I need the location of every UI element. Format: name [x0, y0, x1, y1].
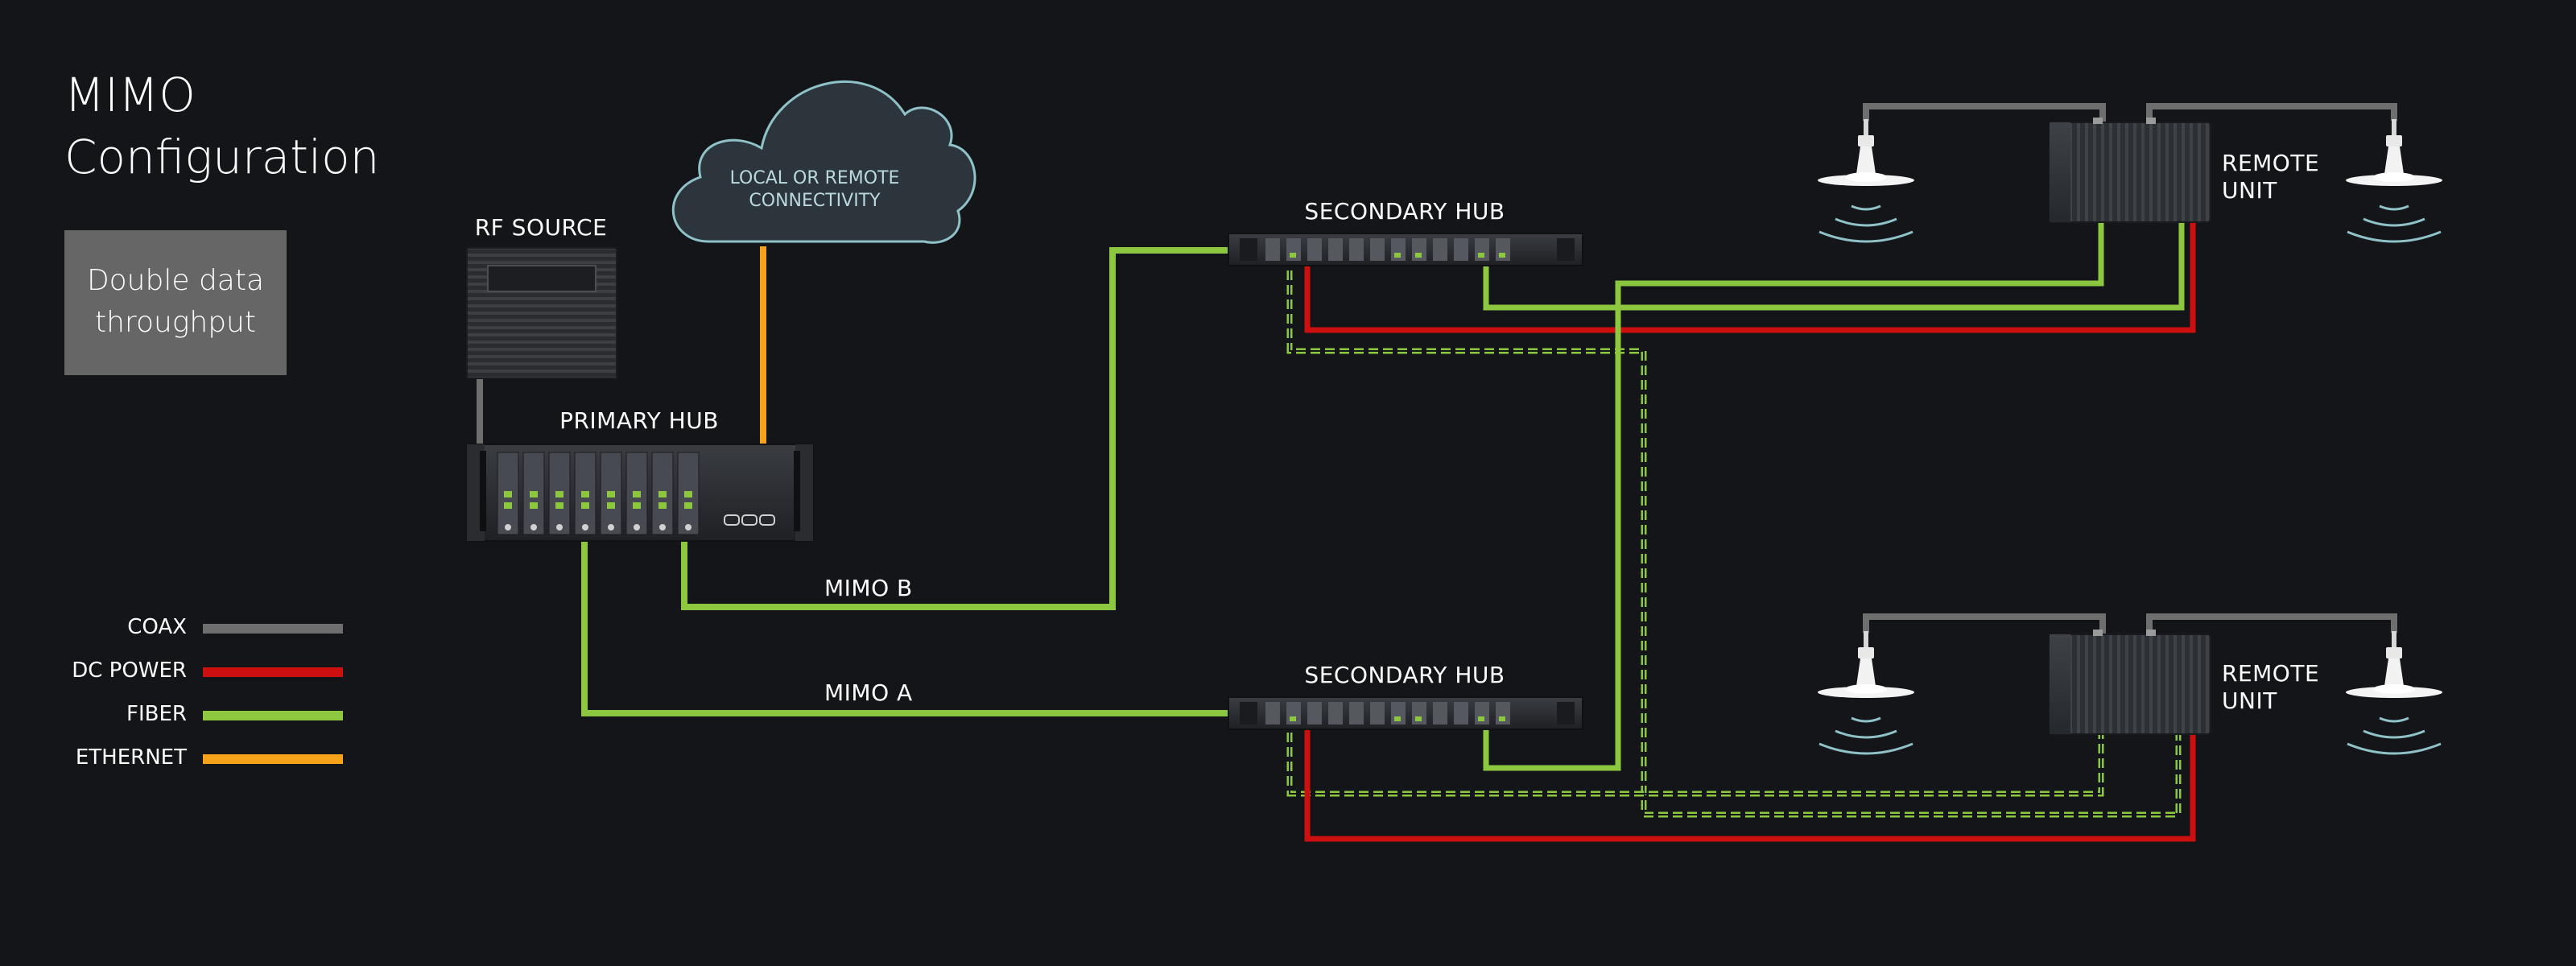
legend-label-coax: COAX	[127, 615, 187, 639]
remote-unit-bottom-label-2: UNIT	[2222, 687, 2277, 714]
mimo-a-label: MIMO A	[824, 679, 913, 706]
primary-hub-label: PRIMARY HUB	[559, 407, 719, 434]
coax-bottom-ru-left-antenna	[1863, 613, 2106, 634]
cloud-text-line-1: LOCAL OR REMOTE	[730, 168, 900, 188]
remote-unit-top-device	[2049, 118, 2211, 223]
cables	[477, 103, 2397, 842]
rf-source-device	[466, 247, 617, 379]
mimo-b-label: MIMO B	[824, 575, 913, 601]
feature-box-line-1: Double data	[87, 264, 264, 297]
remote-unit-bottom-label-1: REMOTE	[2222, 660, 2319, 687]
fiber-top-hub-to-top-ru-b	[1618, 222, 2185, 311]
legend-swatch-dc-power	[203, 667, 343, 677]
rf-source-label: RF SOURCE	[475, 214, 608, 241]
title-line-1: MIMO	[64, 68, 196, 122]
cloud-connectivity: LOCAL OR REMOTE CONNECTIVITY	[671, 80, 976, 244]
secondary-hub-top-device	[1228, 233, 1583, 266]
remote-unit-top-label-1: REMOTE	[2222, 150, 2319, 176]
fiber-dashed-core-1	[1289, 256, 2179, 815]
remote-unit-bottom-device	[2049, 630, 2211, 735]
fiber-dashed-core-2	[1289, 718, 2102, 795]
cloud-shape	[671, 80, 976, 244]
legend-swatch-coax	[203, 624, 343, 634]
antenna-top-right-icon	[2344, 118, 2444, 243]
coax-top-ru-left-antenna	[1863, 103, 2106, 122]
legend-label-dc-power: DC POWER	[72, 658, 187, 683]
cloud-text-line-2: CONNECTIVITY	[749, 191, 881, 211]
primary-hub-device	[466, 444, 814, 542]
secondary-hub-top-label: SECONDARY HUB	[1304, 198, 1505, 225]
antenna-bottom-left-icon	[1816, 630, 1916, 755]
remote-unit-top-label-2: UNIT	[2222, 177, 2277, 204]
coax-top-ru-right-antenna	[2146, 103, 2397, 122]
legend-swatch-ethernet	[203, 754, 343, 764]
feature-box: Double data throughput	[64, 230, 287, 375]
dc-top-hub-to-top-ru	[1304, 222, 2196, 333]
legend: COAX DC POWER FIBER ETHERNET	[72, 615, 343, 770]
legend-swatch-fiber	[203, 711, 343, 720]
legend-label-ethernet: ETHERNET	[76, 745, 187, 770]
antenna-top-left-icon	[1816, 118, 1916, 243]
antenna-bottom-right-icon	[2344, 630, 2444, 755]
fiber-top-hub-to-top-ru-a	[1483, 222, 2104, 311]
coax-bottom-ru-right-antenna	[2146, 613, 2397, 634]
fiber-mimo-b	[681, 247, 1235, 610]
secondary-hub-bottom-device	[1228, 696, 1583, 730]
fiber-dashed-top-hub-to-bottom-ru	[1286, 256, 2182, 818]
secondary-hub-bottom-label: SECONDARY HUB	[1304, 662, 1505, 688]
feature-box-line-2: throughput	[95, 306, 256, 339]
dc-bottom-hub-to-bottom-ru	[1304, 718, 2196, 842]
fiber-mimo-a	[581, 504, 1235, 716]
fiber-bottom-hub-to-top-ru	[1483, 308, 1621, 771]
title-line-2: Configuration	[64, 130, 379, 184]
legend-label-fiber: FIBER	[126, 702, 187, 726]
